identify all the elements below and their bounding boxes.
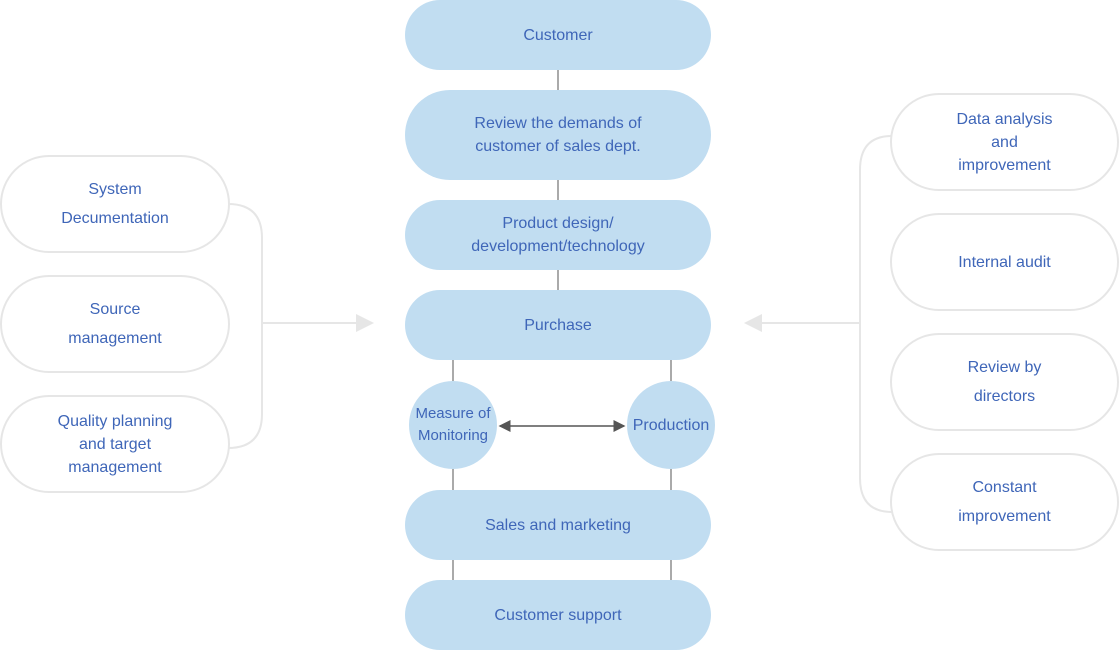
right-arrow-head bbox=[744, 314, 762, 332]
right-input-data-analysis: Data analysis and improvement bbox=[890, 93, 1119, 191]
customer-support-node: Customer support bbox=[405, 580, 711, 650]
review-demands-node: Review the demands of customer of sales … bbox=[405, 90, 711, 180]
left-input-system-documentation: System Decumentation bbox=[0, 155, 230, 253]
left-input-source-management: Source management bbox=[0, 275, 230, 373]
right-input-label: Data analysis and improvement bbox=[956, 110, 1053, 174]
product-design-label: Product design/ development/technology bbox=[471, 215, 645, 255]
purchase-node: Purchase bbox=[405, 290, 711, 360]
left-input-label: System Decumentation bbox=[61, 181, 169, 227]
right-input-review-by-directors: Review by directors bbox=[890, 333, 1119, 431]
product-design-node: Product design/ development/technology bbox=[405, 200, 711, 270]
sales-marketing-label: Sales and marketing bbox=[485, 516, 631, 534]
measure-monitoring-label: Measure of Monitoring bbox=[415, 405, 491, 444]
left-arrow-head bbox=[356, 314, 374, 332]
measure-monitoring-node: Measure of Monitoring bbox=[409, 381, 497, 469]
customer-support-label: Customer support bbox=[494, 606, 622, 624]
customer-label: Customer bbox=[523, 26, 593, 44]
right-input-label: Constant improvement bbox=[958, 479, 1051, 525]
right-input-label: Review by directors bbox=[967, 359, 1042, 405]
purchase-label: Purchase bbox=[524, 316, 592, 334]
right-input-internal-audit: Internal audit bbox=[890, 213, 1119, 311]
left-input-label: Quality planning and target management bbox=[57, 412, 173, 476]
production-label: Production bbox=[632, 416, 710, 434]
left-bracket bbox=[227, 203, 263, 449]
right-input-constant-improvement: Constant improvement bbox=[890, 453, 1119, 551]
review-demands-label: Review the demands of customer of sales … bbox=[474, 115, 642, 155]
production-node: Production bbox=[627, 381, 715, 469]
left-input-quality-planning: Quality planning and target management bbox=[0, 395, 230, 493]
sales-marketing-node: Sales and marketing bbox=[405, 490, 711, 560]
customer-node: Customer bbox=[405, 0, 711, 70]
right-input-label: Internal audit bbox=[958, 253, 1051, 271]
left-input-label: Source management bbox=[68, 301, 162, 347]
right-bracket bbox=[859, 135, 893, 513]
